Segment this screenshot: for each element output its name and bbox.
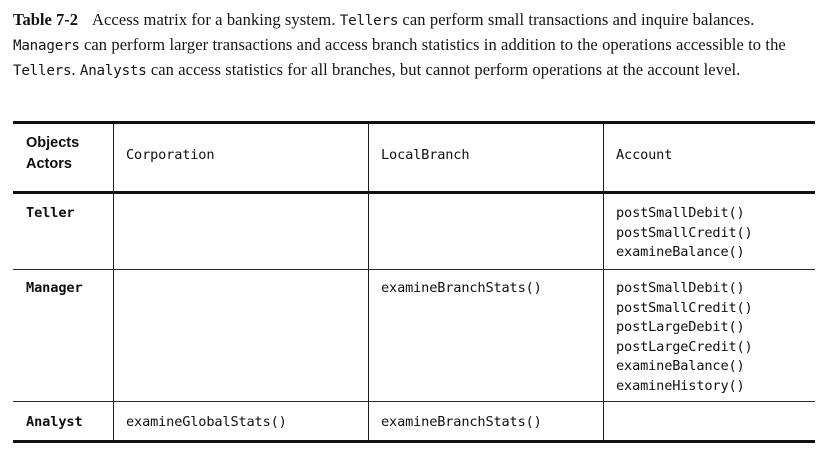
row-header-teller: Teller	[26, 205, 75, 221]
table-caption: Table 7-2 Access matrix for a banking sys…	[13, 8, 821, 83]
cell-teller-account: postSmallDebit() postSmallCredit() exami…	[616, 205, 753, 260]
caption-segment-5: can access statistics for all branches, …	[146, 60, 741, 79]
cell-analyst-local-branch: examineBranchStats()	[381, 414, 542, 430]
caption-class-tellers: Tellers	[339, 13, 399, 29]
caption-segment-1: Access matrix for a banking system.	[91, 10, 340, 29]
row-header-manager: Manager	[26, 280, 83, 296]
caption-class-managers: Managers	[13, 38, 80, 54]
column-divider-branch-account	[603, 123, 605, 441]
cell-manager-local-branch: examineBranchStats()	[381, 280, 542, 296]
table-bottom-rule	[13, 440, 815, 443]
row-header-analyst: Analyst	[26, 414, 83, 430]
caption-segment-3: can perform larger transactions and acce…	[79, 35, 786, 54]
corner-header-actors: Actors	[26, 156, 72, 172]
corner-header-objects: Objects	[26, 135, 80, 151]
caption-class-analysts: Analysts	[79, 63, 147, 79]
caption-segment-2: can perform small transactions and inqui…	[398, 10, 755, 29]
teller-manager-separator	[13, 269, 815, 271]
cell-manager-account: postSmallDebit() postSmallCredit() postL…	[616, 280, 753, 394]
caption-class-tellers-2: Tellers	[13, 63, 72, 79]
column-header-corporation: Corporation	[126, 147, 215, 163]
column-header-local-branch: LocalBranch	[381, 147, 470, 163]
cell-analyst-corporation: examineGlobalStats()	[126, 414, 287, 430]
header-separator-rule	[13, 191, 815, 194]
column-divider-corporation-branch	[368, 123, 370, 441]
table-number-label: Table 7-2	[13, 10, 78, 29]
corner-header-objects-actors: Objects Actors	[26, 133, 79, 175]
column-divider-actor-corporation	[113, 123, 115, 441]
table-top-rule	[13, 121, 815, 124]
column-header-account: Account	[616, 147, 673, 163]
manager-analyst-separator	[13, 401, 815, 403]
caption-segment-4: .	[71, 60, 80, 79]
